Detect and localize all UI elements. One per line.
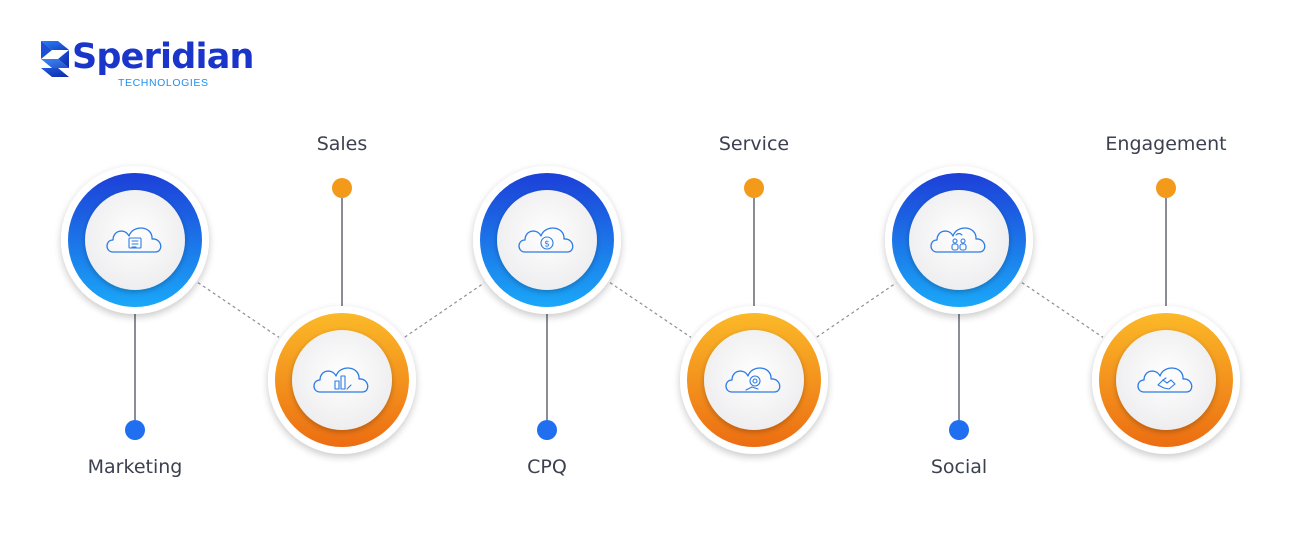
blue-dot: [949, 420, 969, 440]
step-node-sales: [268, 306, 416, 454]
stem-lines: [125, 178, 1176, 440]
orange-dot: [744, 178, 764, 198]
blue-dot: [537, 420, 557, 440]
cloud-outline-icon: [930, 227, 986, 253]
step-label-social: Social: [930, 456, 988, 478]
node-inner-disc: [497, 190, 597, 290]
step-node-service: [680, 306, 828, 454]
speridian-logo: Speridian TECHNOLOGIES: [38, 37, 258, 100]
node-inner-disc: [1116, 330, 1216, 430]
cloud-outline-icon: [518, 227, 574, 253]
service-cloud-icon: [725, 367, 781, 393]
dashed-connector: [609, 282, 692, 338]
logo-subtitle: TECHNOLOGIES: [118, 77, 209, 89]
orange-dot: [332, 178, 352, 198]
svg-text:$: $: [544, 240, 550, 250]
step-node-social: [885, 166, 1033, 314]
dashed-connector: [1021, 282, 1104, 338]
cloud-outline-icon: [313, 367, 369, 393]
node-inner-disc: [704, 330, 804, 430]
node-inner-disc: [909, 190, 1009, 290]
marketing-cloud-icon: [106, 227, 162, 253]
cloud-outline-icon: [725, 367, 781, 393]
step-label-engagement: Engagement: [1105, 133, 1227, 155]
step-node-engagement: [1092, 306, 1240, 454]
step-label-service: Service: [718, 133, 790, 155]
cpq-cloud-icon: $: [518, 227, 574, 253]
logo-name: Speridian: [72, 37, 254, 77]
social-cloud-icon: [930, 227, 986, 253]
dashed-connector: [816, 282, 897, 338]
blue-dot: [125, 420, 145, 440]
step-label-marketing: Marketing: [87, 456, 183, 478]
dashed-connector: [197, 282, 280, 338]
sales-cloud-icon: [313, 367, 369, 393]
cloud-outline-icon: [106, 227, 162, 253]
cloud-outline-icon: [1137, 367, 1193, 393]
step-node-cpq: $: [473, 166, 621, 314]
dashed-connector: [404, 282, 485, 338]
step-nodes: $: [61, 166, 1240, 454]
dashed-connectors: [197, 282, 1104, 338]
node-inner-disc: [85, 190, 185, 290]
step-label-cpq: CPQ: [527, 456, 567, 478]
orange-dot: [1156, 178, 1176, 198]
node-inner-disc: [292, 330, 392, 430]
step-node-marketing: [61, 166, 209, 314]
engagement-cloud-icon: [1137, 367, 1193, 393]
speridian-logo-mark: [41, 41, 69, 77]
step-label-sales: Sales: [316, 133, 368, 155]
